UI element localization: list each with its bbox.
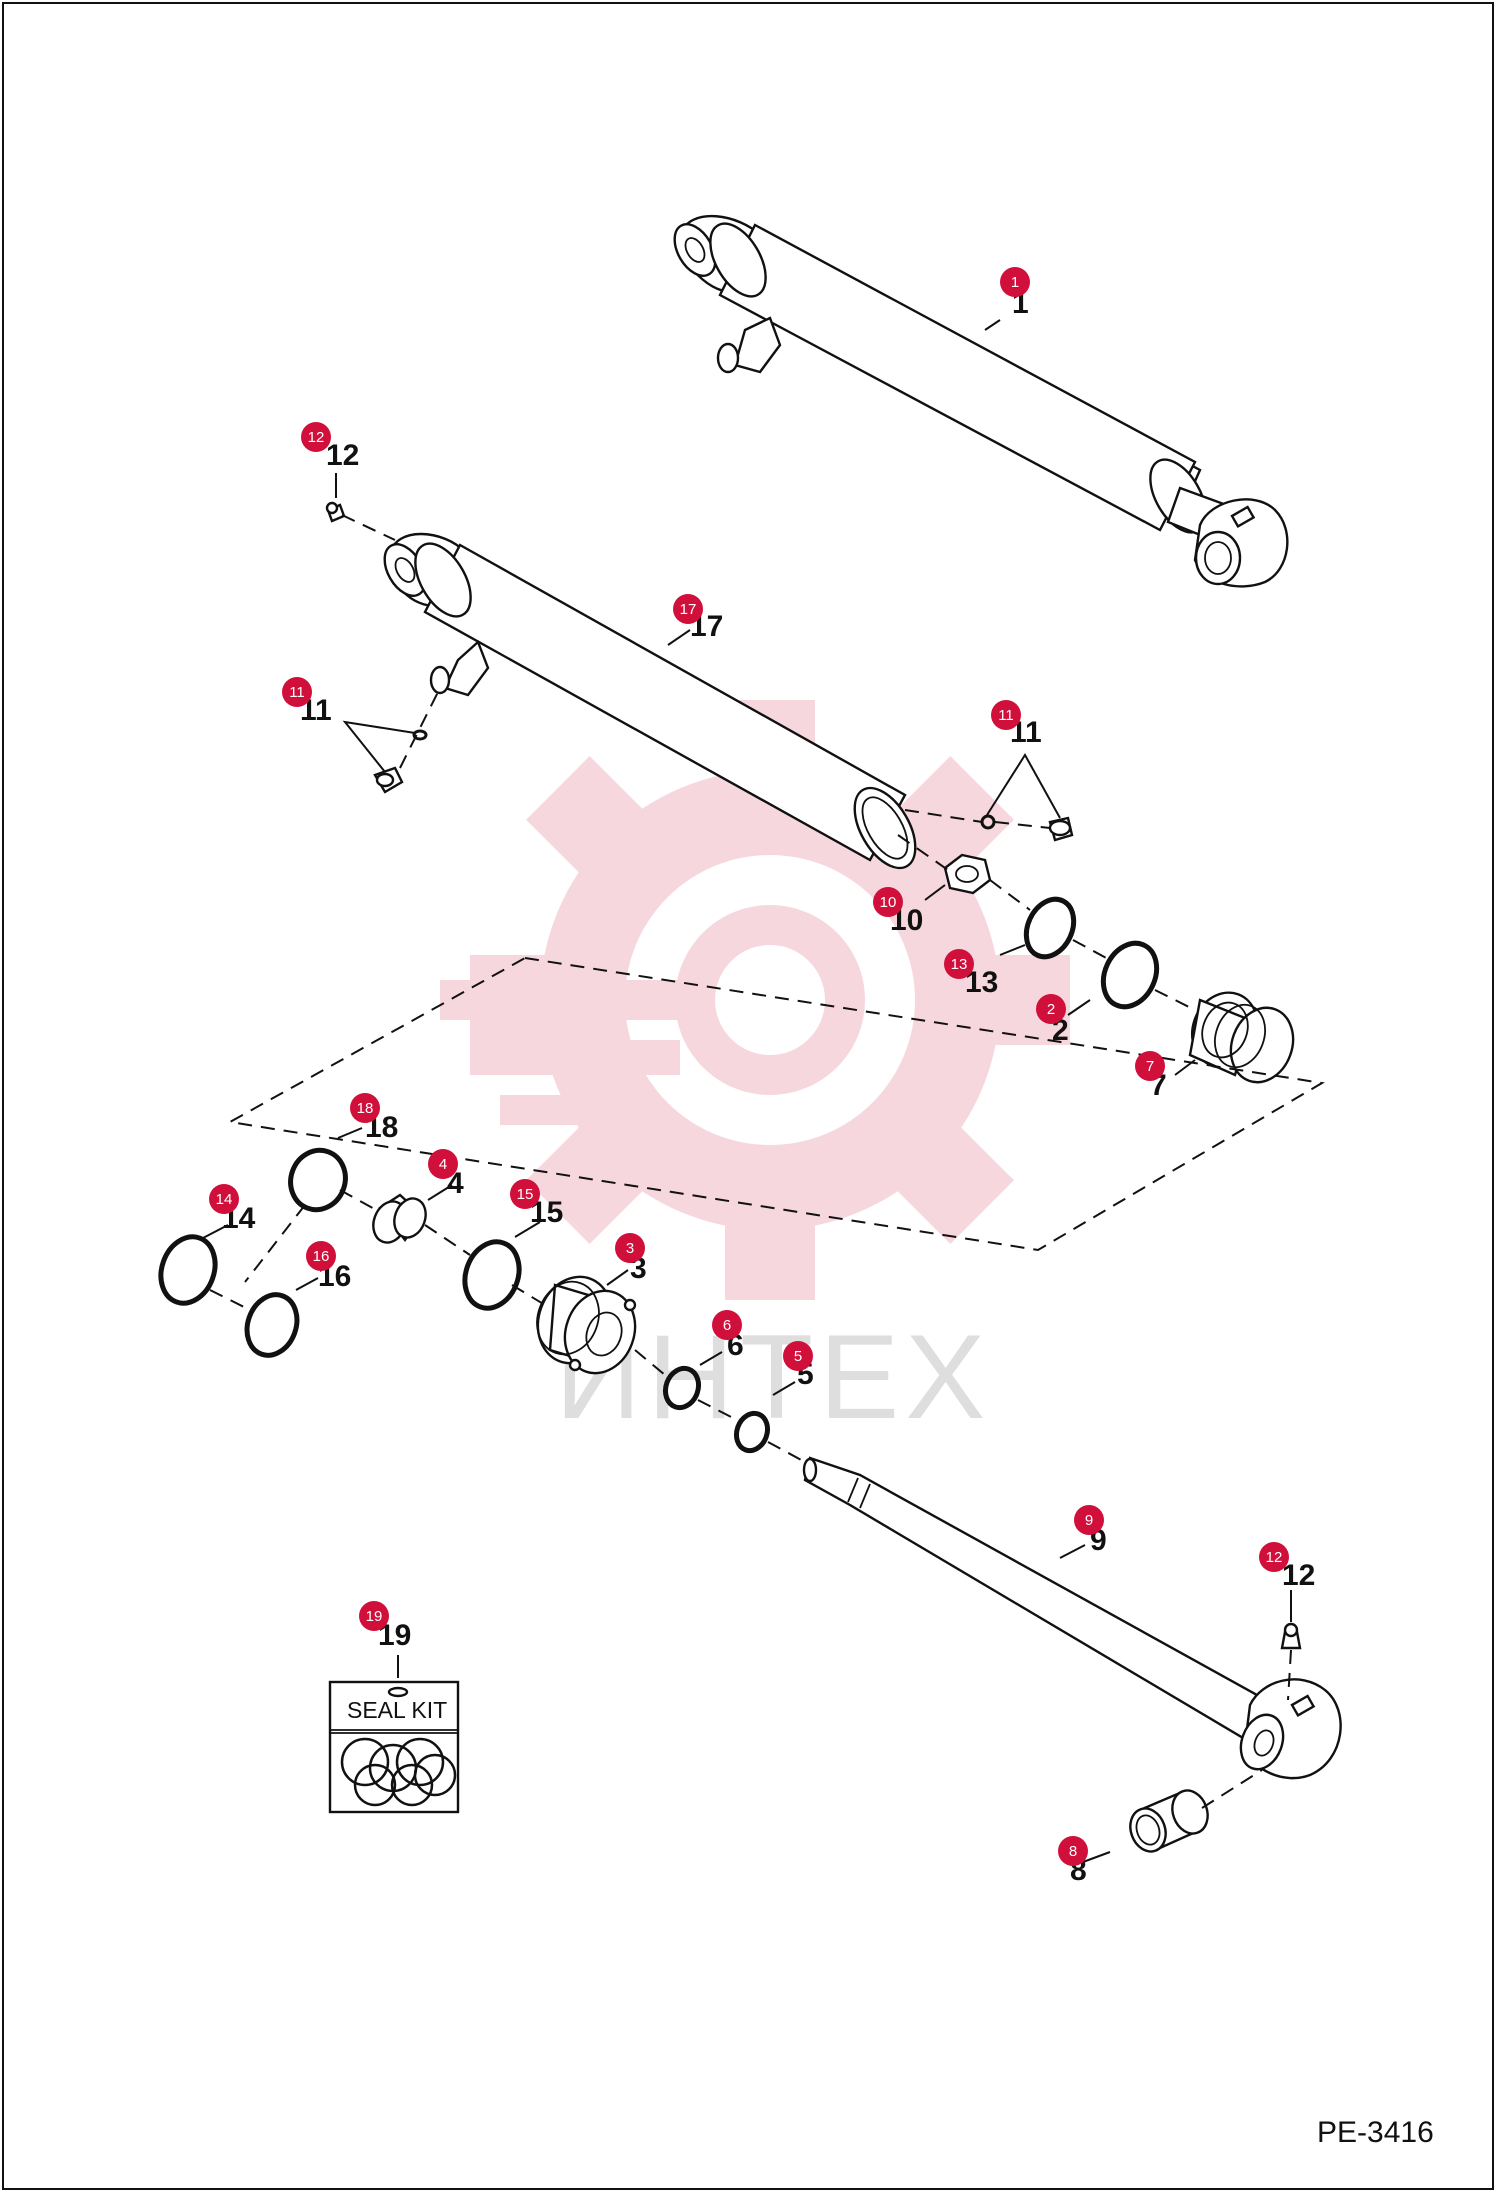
badge-part-1[interactable]: 1 xyxy=(1000,267,1030,297)
part-3-gland xyxy=(536,1275,637,1375)
badge-part-12-bottom[interactable]: 12 xyxy=(1259,1542,1289,1572)
svg-text:15: 15 xyxy=(517,1186,534,1203)
badge-part-9[interactable]: 9 xyxy=(1074,1505,1104,1535)
part-14-ring xyxy=(158,1234,218,1306)
badge-part-11-left[interactable]: 11 xyxy=(282,677,312,707)
svg-text:10: 10 xyxy=(880,894,897,911)
svg-text:9: 9 xyxy=(1085,1512,1093,1529)
svg-text:7: 7 xyxy=(1146,1058,1154,1075)
badge-part-13[interactable]: 13 xyxy=(944,949,974,979)
badge-part-17[interactable]: 17 xyxy=(673,594,703,624)
svg-text:6: 6 xyxy=(723,1317,731,1334)
badge-part-12-top[interactable]: 12 xyxy=(301,422,331,452)
badge-part-6[interactable]: 6 xyxy=(712,1310,742,1340)
svg-text:3: 3 xyxy=(626,1240,634,1257)
part-15-ring xyxy=(462,1239,522,1311)
svg-text:13: 13 xyxy=(951,956,968,973)
part-17-barrel xyxy=(383,532,917,870)
badge-part-16[interactable]: 16 xyxy=(306,1241,336,1271)
part-11-left-parts xyxy=(373,729,428,794)
part-6-rod-seal xyxy=(662,1365,702,1411)
part-11-right-parts xyxy=(980,814,1074,842)
badge-part-3[interactable]: 3 xyxy=(615,1233,645,1263)
reference-code: PE-3416 xyxy=(1317,2116,1434,2149)
svg-text:11: 11 xyxy=(998,707,1014,724)
part-5-wiper xyxy=(733,1410,771,1454)
svg-text:5: 5 xyxy=(794,1348,802,1365)
part-4-bushing xyxy=(372,1193,427,1244)
svg-text:16: 16 xyxy=(313,1248,330,1265)
badge-part-10[interactable]: 10 xyxy=(873,887,903,917)
part-1-cylinder-assembly xyxy=(673,214,1289,588)
badge-part-11-right[interactable]: 11 xyxy=(991,700,1021,730)
label-part-12-bottom: 12 xyxy=(1282,1559,1315,1592)
part-8-bushing xyxy=(1129,1789,1209,1853)
svg-text:14: 14 xyxy=(216,1191,233,1208)
part-9-rod xyxy=(802,1456,1342,1780)
svg-text:18: 18 xyxy=(357,1100,374,1117)
part-16-ring xyxy=(244,1292,300,1358)
callout-badges: 1 12 17 11 11 10 13 2 7 18 4 14 15 16 3 … xyxy=(209,267,1289,1866)
svg-text:11: 11 xyxy=(289,684,305,701)
leader-lines xyxy=(202,319,1292,1863)
svg-text:12: 12 xyxy=(308,429,325,446)
part-12-grease-fitting-bottom xyxy=(1280,1622,1302,1650)
part-13-o-ring xyxy=(1023,896,1077,960)
svg-text:12: 12 xyxy=(1266,1549,1283,1566)
svg-text:2: 2 xyxy=(1047,1001,1055,1018)
svg-text:17: 17 xyxy=(680,601,697,618)
part-2-backup-ring xyxy=(1100,940,1160,1010)
badge-part-18[interactable]: 18 xyxy=(350,1093,380,1123)
svg-text:1: 1 xyxy=(1011,274,1019,291)
svg-text:8: 8 xyxy=(1069,1843,1077,1860)
part-10-nut xyxy=(943,853,992,895)
badge-part-2[interactable]: 2 xyxy=(1036,994,1066,1024)
assembly-lines xyxy=(209,514,1325,1809)
badge-part-19[interactable]: 19 xyxy=(359,1601,389,1631)
part-18-ring xyxy=(288,1147,348,1213)
label-part-12-top: 12 xyxy=(326,439,359,472)
badge-part-7[interactable]: 7 xyxy=(1135,1051,1165,1081)
part-7-piston xyxy=(1188,991,1295,1084)
badge-part-5[interactable]: 5 xyxy=(783,1341,813,1371)
seal-kit-label: SEAL KIT xyxy=(347,1697,447,1723)
svg-text:19: 19 xyxy=(366,1608,383,1625)
svg-text:4: 4 xyxy=(439,1156,447,1173)
watermark-logo xyxy=(440,700,1070,1300)
part-12-grease-fitting-top xyxy=(325,501,346,523)
badge-part-14[interactable]: 14 xyxy=(209,1184,239,1214)
badge-part-15[interactable]: 15 xyxy=(510,1179,540,1209)
badge-part-4[interactable]: 4 xyxy=(428,1149,458,1179)
badge-part-8[interactable]: 8 xyxy=(1058,1836,1088,1866)
part-19-seal-kit xyxy=(328,1680,460,1814)
